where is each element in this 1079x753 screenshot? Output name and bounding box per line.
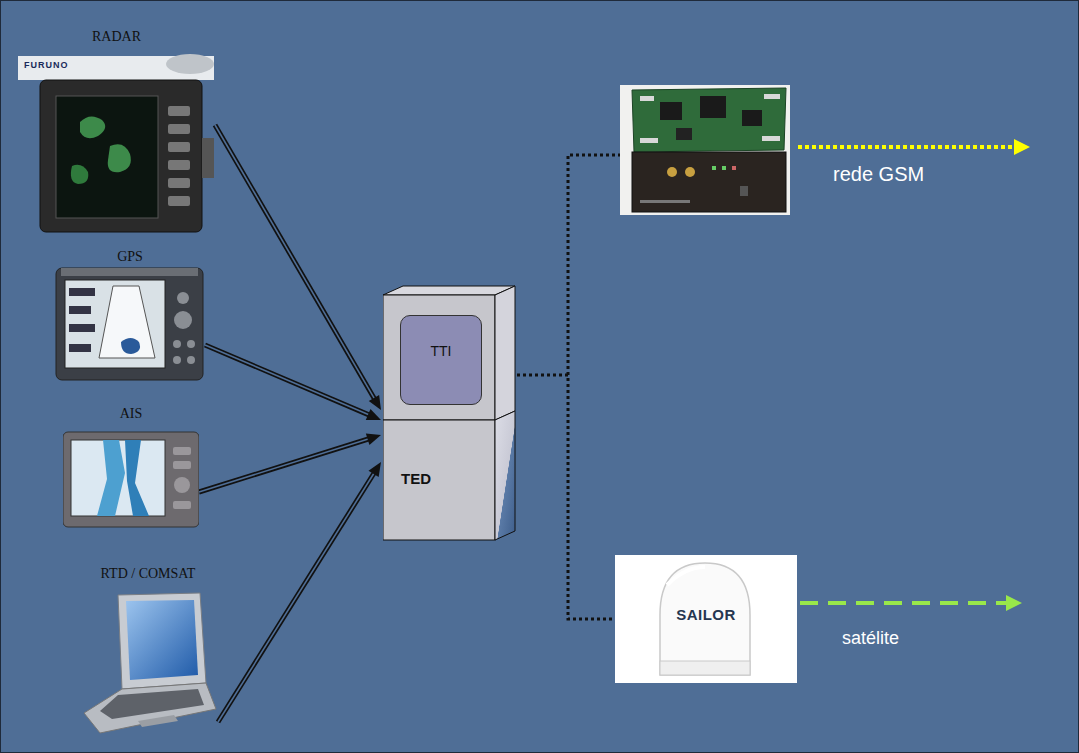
connector [218, 462, 381, 722]
connector-line [218, 471, 376, 723]
device-label: GPS [117, 246, 143, 266]
gps-unit: GPS [55, 246, 205, 381]
gsm-arrow-line [798, 145, 1016, 149]
gsm-modem [620, 85, 790, 215]
radar-unit-art [18, 26, 215, 233]
screen-box: TTI [400, 315, 482, 405]
connector-line [199, 438, 372, 492]
brand-text: SAILOR [676, 555, 736, 624]
connector [215, 125, 381, 410]
ais-unit: AIS [63, 403, 199, 528]
device-label: RTD / COMSAT [101, 563, 196, 583]
connector-line [205, 345, 372, 416]
brand-text: FURUNO [24, 60, 69, 71]
screen-label: TTI [431, 316, 452, 360]
tower-label: TED [401, 470, 431, 488]
label-holder: satélite [842, 627, 899, 649]
device-label: RADAR [92, 26, 141, 46]
connector-line [205, 345, 372, 416]
arrow-head [366, 409, 381, 420]
ais-unit-art [63, 403, 199, 528]
arrow-head [369, 395, 381, 410]
satellite-arrow-head [1006, 595, 1022, 611]
connector [199, 433, 381, 492]
laptop-unit-art [78, 563, 218, 736]
network-label: satélite [842, 627, 899, 649]
label-holder: rede GSM [833, 162, 924, 186]
connector [517, 375, 615, 619]
arrow-head [368, 462, 381, 477]
arrow-head [366, 433, 381, 444]
connector-line [517, 375, 615, 619]
device-label: AIS [120, 403, 143, 423]
gsm-arrow-head [1014, 139, 1030, 155]
satellite-arrow-line [800, 601, 1006, 605]
connector [205, 345, 381, 420]
connector-line [218, 471, 376, 723]
gps-unit-art [55, 246, 205, 381]
computer-tower: TED TTI [383, 285, 517, 543]
laptop-unit: RTD / COMSAT [78, 563, 218, 736]
modem-link [568, 155, 620, 375]
satellite-dome: SAILOR [615, 555, 797, 683]
network-label: rede GSM [833, 162, 924, 186]
radar-unit: RADAR FURUNO [18, 26, 215, 233]
connector-line [199, 438, 372, 492]
